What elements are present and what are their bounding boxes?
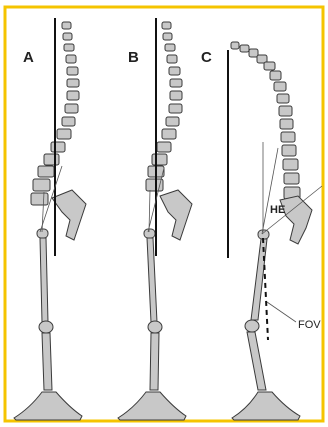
foot-c [232,392,300,420]
fov-label: FOV [298,319,321,331]
femoral-head-c [258,230,269,239]
tibia-a [42,333,52,390]
guide-line-c-trunk [262,148,278,234]
femoral-head-a [37,229,48,238]
tibia-b [150,333,159,390]
foot-a [14,392,82,420]
knee-b [148,321,162,333]
panel-label-b: B [128,49,139,66]
femur-a [40,238,48,322]
panel-label-c: C [201,49,212,66]
panel-a: A [14,18,86,420]
panel-label-a: A [23,49,34,66]
panel-c: C HE FOV [201,42,322,420]
tibia-c [247,332,266,390]
pelvis-b [160,190,192,240]
knee-c [245,320,259,332]
foot-b [118,392,186,420]
panel-b: B [118,18,192,420]
femoral-head-b [144,229,155,238]
fov-pointer-line [267,302,296,322]
he-label: HE [270,204,285,216]
spine-column-c [231,42,300,199]
pelvis-a [52,190,86,240]
knee-a [39,321,53,333]
spine-column-b [146,22,182,191]
